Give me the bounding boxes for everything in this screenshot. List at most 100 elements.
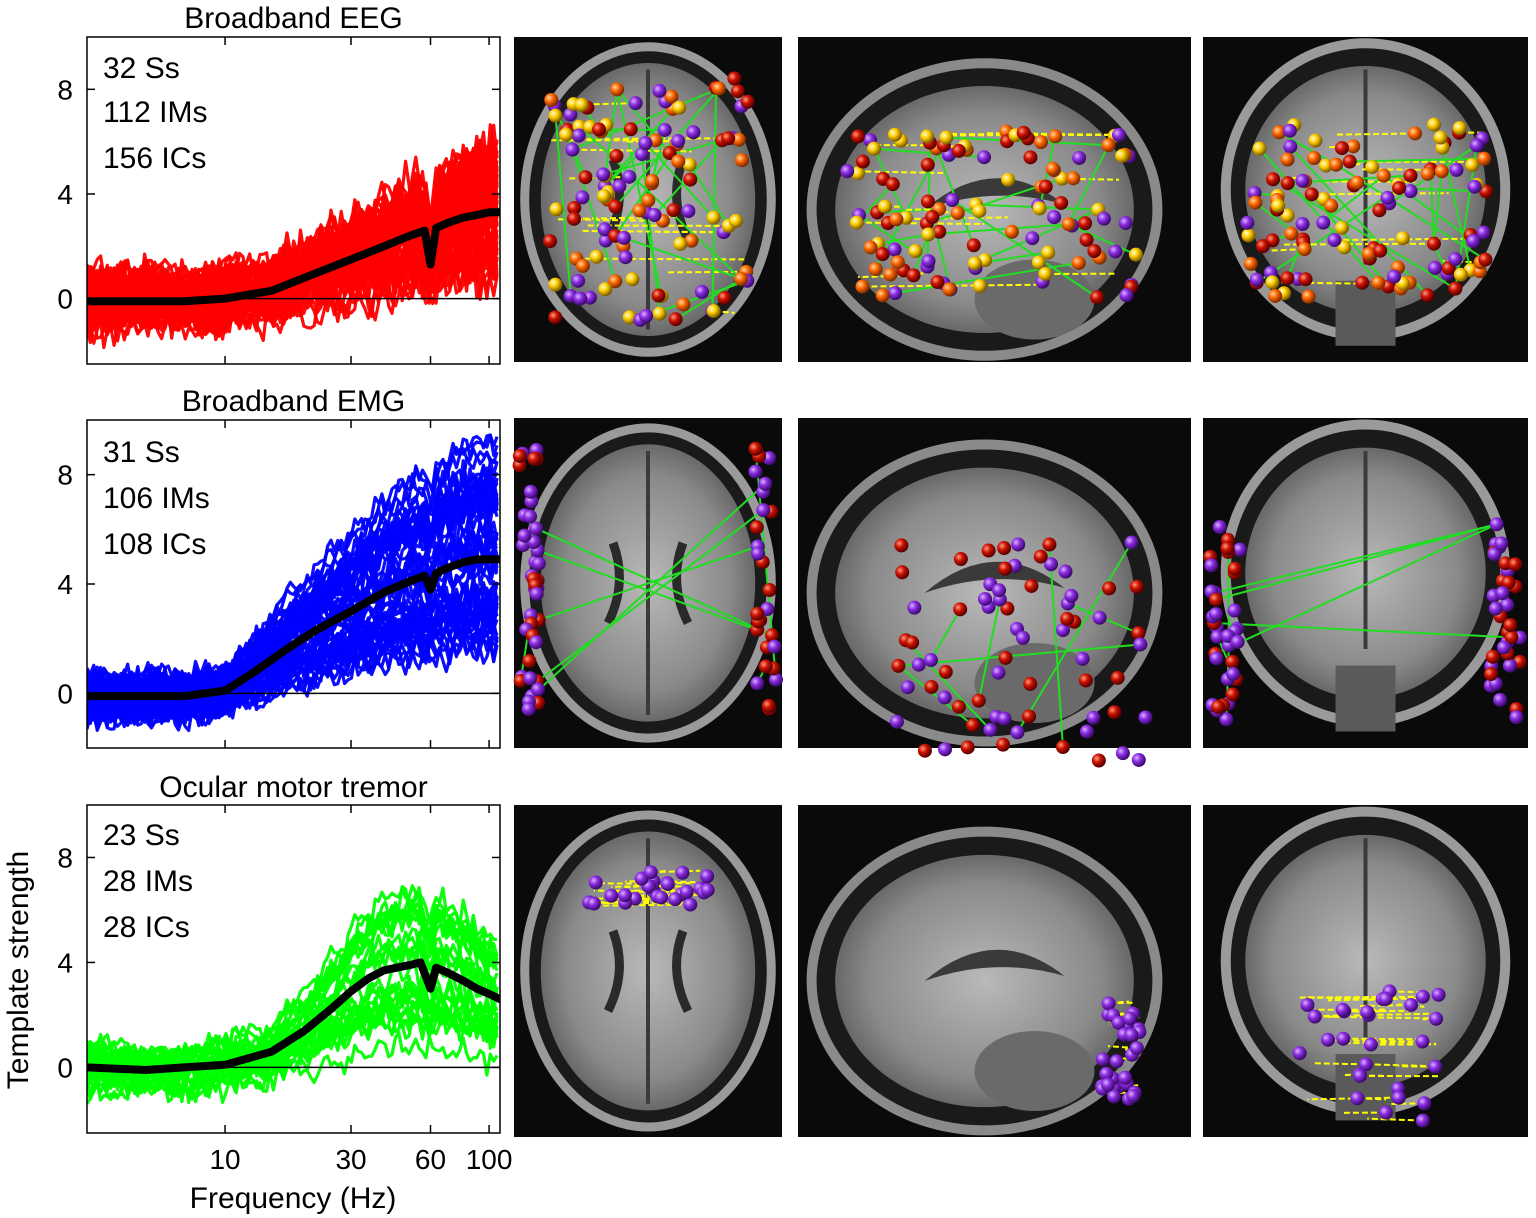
dipole-sphere: [1119, 288, 1134, 303]
dipole-sphere: [671, 154, 686, 169]
dipole-sphere: [729, 213, 744, 228]
cerebellum: [974, 259, 1095, 340]
dipole-sphere: [925, 209, 940, 224]
dipole-link: [576, 257, 748, 261]
dipole-sphere: [1378, 991, 1393, 1006]
dipole-sphere: [981, 543, 996, 558]
annotation-label: 31 Ss: [103, 436, 180, 469]
dipole-sphere: [586, 896, 601, 911]
dipole-sphere: [1426, 236, 1441, 251]
dipole-sphere: [1295, 217, 1310, 232]
dipole-sphere: [877, 199, 892, 214]
dipole-link: [604, 89, 619, 177]
dipole-sphere: [1420, 166, 1435, 181]
dipole-link: [1215, 523, 1498, 655]
dipole-sphere: [768, 672, 783, 687]
component-trace: [87, 482, 499, 700]
dipole-link: [1068, 223, 1137, 256]
dipole-sphere: [1225, 654, 1240, 669]
dipole-link: [531, 483, 766, 697]
dipole-sphere: [1118, 1070, 1133, 1085]
dipole-sphere: [1329, 157, 1344, 172]
dipole-sphere: [1209, 651, 1224, 666]
dipole-sphere: [1204, 558, 1219, 573]
dipole-sphere: [1240, 215, 1255, 230]
dipole-sphere: [573, 291, 588, 306]
dipole-link: [1214, 523, 1497, 594]
dipole-link: [1213, 622, 1512, 639]
dipole-sphere: [1300, 997, 1315, 1012]
dipole-sphere: [1101, 1077, 1116, 1092]
dipole-sphere: [1509, 710, 1524, 725]
dipole-sphere: [647, 208, 662, 223]
dipole-sphere: [1403, 184, 1418, 199]
dipole-sphere: [1465, 158, 1480, 173]
dipole-sphere: [660, 876, 675, 891]
dipole-sphere: [1508, 557, 1523, 572]
dipole-sphere: [923, 653, 938, 668]
dipole-sphere: [953, 602, 968, 617]
dipole-sphere: [578, 170, 593, 185]
brain-panel-coronal: [1203, 37, 1528, 362]
dipole-sphere: [1327, 232, 1342, 247]
annotation-label: 28 IMs: [103, 865, 193, 898]
brain-panel-axial: [514, 37, 782, 362]
dipole-sphere: [1055, 740, 1070, 755]
dipole-sphere: [1126, 1088, 1141, 1103]
cerebellum: [974, 1031, 1095, 1111]
dipole-sphere: [1115, 148, 1130, 163]
dipole-sphere: [758, 476, 773, 491]
dipole-sphere: [668, 892, 683, 907]
dipole-sphere: [930, 275, 945, 290]
dipole-sphere: [749, 520, 764, 535]
dipole-link: [651, 129, 666, 182]
dipole-sphere: [1489, 517, 1504, 532]
dipole-sphere: [767, 639, 782, 654]
dipole-sphere: [1108, 244, 1123, 259]
dipole-sphere: [1015, 630, 1030, 645]
dipole-sphere: [522, 654, 537, 669]
dipole-link: [1215, 523, 1497, 601]
dipole-link: [554, 115, 572, 297]
mean-template-line: [87, 555, 500, 701]
dipole-sphere: [1095, 1052, 1110, 1067]
dipole-sphere: [1011, 537, 1026, 552]
dipole-sphere: [735, 153, 750, 168]
dipole-link: [930, 608, 962, 661]
dipole-sphere: [965, 718, 980, 733]
dipole-link: [1258, 147, 1380, 284]
dipole-sphere: [531, 556, 546, 571]
dipole-sphere: [548, 310, 563, 325]
dipole-sphere: [1066, 171, 1081, 186]
component-trace: [87, 991, 499, 1101]
dipole-sphere: [1403, 168, 1418, 183]
dipole-sphere: [920, 129, 935, 144]
dipole-sphere: [1111, 1015, 1126, 1030]
dipole-sphere: [575, 190, 590, 205]
dipole-sphere: [983, 722, 998, 737]
dipole-sphere: [1448, 281, 1463, 296]
dipole-sphere: [706, 304, 721, 319]
dipole-sphere: [1092, 610, 1107, 625]
dipole-sphere: [1488, 601, 1503, 616]
dipole-sphere: [855, 154, 870, 169]
dipole-sphere: [1115, 746, 1130, 761]
dipole-sphere: [700, 869, 715, 884]
dipole-sphere: [1061, 217, 1076, 232]
dipole-sphere: [1355, 275, 1370, 290]
dipole-link: [536, 509, 764, 683]
dipole-sphere: [549, 202, 564, 217]
dipole-sphere: [668, 312, 683, 327]
dipole-sphere: [1133, 637, 1148, 652]
dipole-link: [640, 153, 661, 314]
dipole-sphere: [850, 129, 865, 144]
dipole-sphere: [1283, 139, 1298, 154]
annotation-label: 106 IMs: [103, 482, 210, 515]
dipole-sphere: [1280, 271, 1295, 286]
dipole-sphere: [1060, 611, 1075, 626]
dipole-sphere: [652, 306, 667, 321]
y-tick-label: 8: [57, 74, 73, 105]
dipole-sphere: [1306, 151, 1321, 166]
dipole-sphere: [905, 635, 920, 650]
dipole-sphere: [643, 865, 658, 880]
